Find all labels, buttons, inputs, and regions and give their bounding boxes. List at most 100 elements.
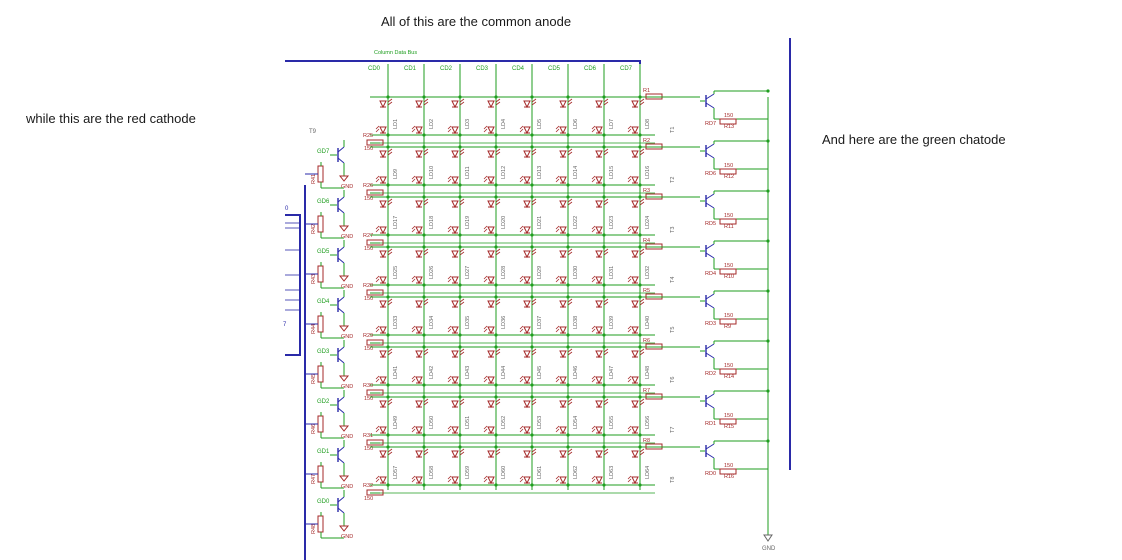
- led-symbol: [559, 450, 567, 459]
- led-arrow: [639, 348, 645, 353]
- row-resistor-label: R25: [363, 133, 373, 139]
- led-symbol: [631, 126, 639, 135]
- led-arrow: [459, 248, 465, 253]
- driver-resistor-value: 150: [724, 263, 733, 269]
- led-cathode-dot: [422, 483, 426, 487]
- led-symbol: [559, 476, 567, 485]
- left-resistor-symbol: [317, 465, 324, 483]
- led-symbol: [487, 250, 495, 259]
- row-resistor-value: 150: [364, 496, 373, 502]
- led-arrow: [459, 298, 465, 303]
- led-arrow: [639, 351, 645, 356]
- led-arrow: [423, 98, 429, 103]
- led-anode-dot: [422, 445, 426, 449]
- led-symbol: [451, 276, 459, 285]
- led-cathode-dot: [494, 333, 498, 337]
- led-anode-dot: [638, 195, 642, 199]
- led-symbol: [451, 376, 459, 385]
- led-arrow: [639, 198, 645, 203]
- led-arrow: [555, 478, 560, 483]
- led-arrow: [423, 401, 429, 406]
- led-arrow: [423, 348, 429, 353]
- left-transistor-leg: [337, 296, 345, 303]
- led-symbol: [415, 276, 423, 285]
- led-symbol: [559, 350, 567, 359]
- led-arrow: [603, 401, 609, 406]
- led-anode-dot: [494, 445, 498, 449]
- led-label: LD58: [429, 466, 435, 479]
- driver-resistor-label: R10: [724, 274, 734, 280]
- led-arrow: [423, 451, 429, 456]
- led-arrow: [483, 125, 488, 130]
- led-cathode-dot: [530, 433, 534, 437]
- led-symbol: [631, 350, 639, 359]
- led-arrow: [495, 248, 501, 253]
- right-transistor-label: T6: [670, 377, 676, 383]
- led-anode-dot: [422, 295, 426, 299]
- led-cathode-dot: [566, 183, 570, 187]
- led-label: LD52: [501, 416, 507, 429]
- led-arrow: [387, 401, 393, 406]
- led-arrow: [387, 251, 393, 256]
- led-cathode-dot: [638, 433, 642, 437]
- led-arrow: [555, 278, 560, 283]
- led-arrow: [591, 475, 596, 480]
- led-label: LD15: [609, 166, 615, 179]
- led-symbol: [451, 400, 459, 409]
- driver-resistor-value: 150: [724, 363, 733, 369]
- row-resistor-symbol: [366, 439, 384, 446]
- led-arrow: [495, 451, 501, 456]
- led-anode-dot: [638, 145, 642, 149]
- column-label-cd1: CD1: [404, 66, 417, 72]
- right-transistor-leg: [705, 343, 715, 350]
- led-arrow: [567, 448, 573, 453]
- led-symbol: [595, 450, 603, 459]
- led-label: LD47: [609, 366, 615, 379]
- led-arrow: [411, 425, 416, 430]
- led-label: LD17: [393, 216, 399, 229]
- left-transistor-leg: [337, 157, 345, 164]
- led-arrow: [375, 325, 380, 330]
- led-symbol: [451, 250, 459, 259]
- led-symbol: [631, 200, 639, 209]
- led-cathode-dot: [566, 233, 570, 237]
- led-arrow: [375, 225, 380, 230]
- led-arrow: [387, 448, 393, 453]
- led-anode-dot: [458, 245, 462, 249]
- led-symbol: [631, 376, 639, 385]
- led-arrow: [567, 301, 573, 306]
- led-label: LD51: [465, 416, 471, 429]
- led-arrow: [603, 348, 609, 353]
- led-arrow: [423, 298, 429, 303]
- led-symbol: [595, 350, 603, 359]
- gnd-symbol: [338, 175, 350, 182]
- right-transistor-label: T3: [670, 227, 676, 233]
- led-arrow: [459, 398, 465, 403]
- led-anode-dot: [458, 195, 462, 199]
- led-cathode-dot: [530, 283, 534, 287]
- led-symbol: [487, 276, 495, 285]
- led-arrow: [375, 425, 380, 430]
- led-arrow: [603, 248, 609, 253]
- led-symbol: [595, 426, 603, 435]
- led-arrow: [639, 398, 645, 403]
- led-arrow: [495, 348, 501, 353]
- left-transistor-label: GD5: [317, 249, 330, 255]
- led-label: LD45: [537, 366, 543, 379]
- led-arrow: [483, 375, 488, 380]
- right-transistor-leg: [705, 143, 715, 150]
- row-resistor-symbol: [366, 289, 384, 296]
- led-anode-dot: [530, 395, 534, 399]
- led-cathode-dot: [422, 283, 426, 287]
- led-symbol: [523, 150, 531, 159]
- led-anode-dot: [458, 95, 462, 99]
- led-symbol: [379, 476, 387, 485]
- row-resistor-symbol: [366, 389, 384, 396]
- left-edge-label-7: 7: [283, 322, 287, 328]
- led-symbol: [595, 476, 603, 485]
- led-anode-dot: [638, 245, 642, 249]
- row-resistor-value: 150: [364, 446, 373, 452]
- right-top-resistor-label: R6: [643, 338, 650, 344]
- led-arrow: [555, 225, 560, 230]
- led-label: LD50: [429, 416, 435, 429]
